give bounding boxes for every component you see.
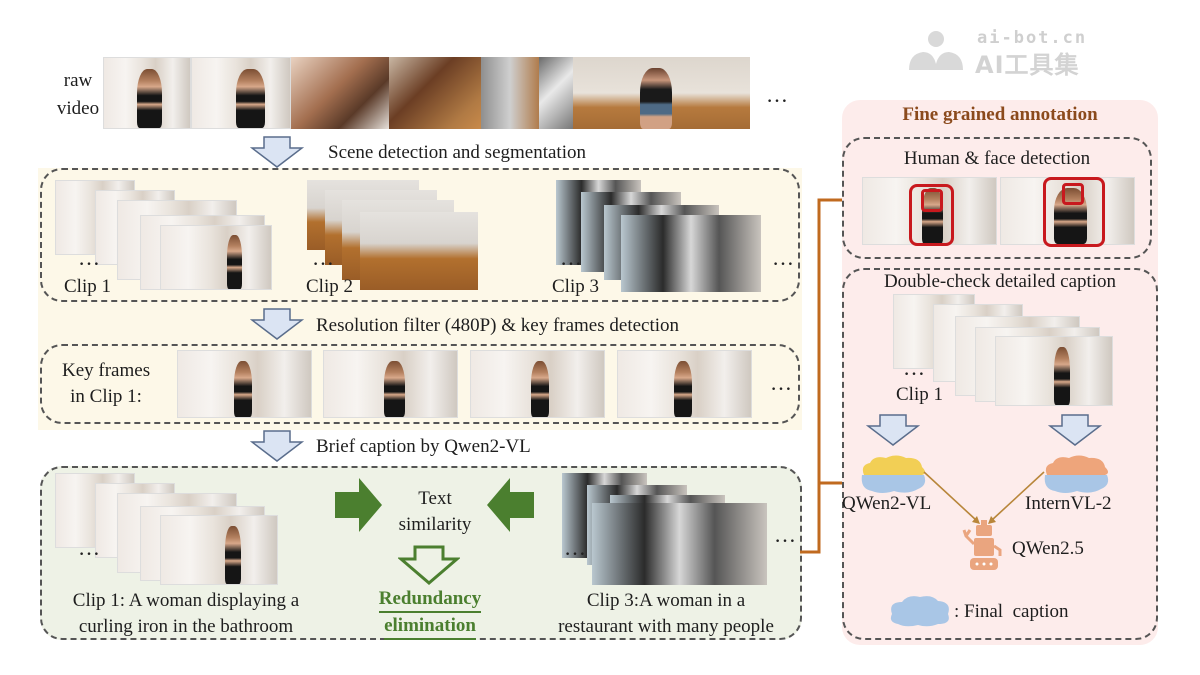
clip-3-label: Clip 3 <box>552 276 599 297</box>
keyframe-thumbnail <box>323 350 458 418</box>
robot-icon <box>962 520 1002 570</box>
raw-video-frame <box>481 57 539 129</box>
clip-2-ellipsis: … <box>312 245 335 270</box>
keyframes-label: Key frames in Clip 1: <box>62 360 150 408</box>
caption-trailing-ellipsis: … <box>774 522 797 547</box>
human-bbox <box>909 184 954 246</box>
double-check-clip-stack <box>893 294 1118 406</box>
merger-model-label: QWen2.5 <box>1012 538 1084 559</box>
double-check-ellipsis: … <box>903 355 926 380</box>
step-brief-caption: Brief caption by Qwen2-VL <box>316 436 531 457</box>
redundancy-line2: elimination <box>384 615 476 640</box>
ai-bot-logo-icon <box>909 31 963 70</box>
merge-arrows <box>923 471 1045 524</box>
clip-2-stack <box>307 180 487 292</box>
clip-3-caption-line2: restaurant with many people <box>558 615 774 637</box>
clip-3-stack <box>556 180 766 292</box>
down-arrow-icon <box>250 136 304 168</box>
redundancy-line1: Redundancy <box>378 588 482 613</box>
double-check-panel <box>842 268 1158 640</box>
double-check-clip-label: Clip 1 <box>896 384 943 405</box>
internvl2-caption-cloud-icon <box>1044 455 1109 493</box>
clip-3-caption: Clip 3:A woman in a restaurant with many… <box>538 590 794 638</box>
text-similarity-label: Text similarity <box>380 488 490 536</box>
green-outline-down-arrow-icon <box>398 545 460 585</box>
raw-video-frame <box>573 57 750 129</box>
clip-1-stack <box>55 180 285 292</box>
caption-clip-3-stack <box>562 473 772 585</box>
raw-video-filmstrip <box>103 57 750 129</box>
clip-1-frame <box>160 225 272 290</box>
keyframes-label-line2: in Clip 1: <box>70 385 142 407</box>
detection-panel <box>842 137 1152 259</box>
keyframe-thumbnail <box>617 350 752 418</box>
raw-video-frame <box>389 57 481 129</box>
down-arrow-icon <box>250 308 304 340</box>
model-left-label: QWen2-VL <box>842 493 932 514</box>
redundancy-elimination-label: Redundancy elimination <box>360 588 500 640</box>
green-right-arrow-icon <box>335 478 382 532</box>
raw-video-frame <box>539 57 573 129</box>
down-arrow-icon <box>250 430 304 462</box>
detection-title: Human & face detection <box>903 148 1091 169</box>
clip-1-caption-line1: Clip 1: A woman displaying a <box>72 590 300 611</box>
raw-video-frame <box>291 57 389 129</box>
caption-clip-1-frame <box>160 515 278 585</box>
face-bbox <box>921 189 943 212</box>
clip-3-ellipsis: … <box>560 245 583 270</box>
double-check-title: Double-check detailed caption <box>883 271 1117 292</box>
raw-video-frame <box>191 57 291 129</box>
final-caption-cloud-icon <box>890 596 949 627</box>
raw-video-label-line2: video <box>56 97 100 119</box>
keyframe-thumbnail <box>470 350 605 418</box>
down-arrow-icon <box>1048 414 1102 446</box>
clip-1-caption: Clip 1: A woman displaying a curling iro… <box>46 590 326 638</box>
clips-trailing-ellipsis: … <box>772 245 795 270</box>
clip-3-frame <box>621 215 761 292</box>
clip-3-caption-line1: Clip 3:A woman in a <box>586 590 746 611</box>
caption-clip-1-stack <box>55 473 285 585</box>
step-resolution-filter: Resolution filter (480P) & key frames de… <box>316 315 680 336</box>
step-scene-detection: Scene detection and segmentation <box>328 142 586 163</box>
clip-1-caption-line2: curling iron in the bathroom <box>78 615 294 637</box>
clip-1-ellipsis: … <box>78 245 101 270</box>
down-arrow-icon <box>866 414 920 446</box>
text-similarity-line1: Text <box>418 488 452 509</box>
raw-video-frame <box>103 57 191 129</box>
raw-video-ellipsis: … <box>766 82 789 107</box>
text-similarity-line2: similarity <box>398 513 472 535</box>
human-bbox <box>1043 177 1105 247</box>
detection-frame-2 <box>1000 177 1135 245</box>
green-left-arrow-icon <box>487 478 534 532</box>
keyframes-ellipsis: … <box>770 370 793 395</box>
caption-clip-1-ellipsis: … <box>78 535 101 560</box>
final-caption-legend-label: : Final caption <box>954 601 1069 622</box>
watermark-brand: AI工具集 <box>975 51 1080 79</box>
clip-1-label: Clip 1 <box>64 276 111 297</box>
fine-grained-title: Fine grained annotation <box>902 104 1098 125</box>
watermark: ai-bot.cn AI工具集 <box>905 28 1105 79</box>
keyframes-label-line1: Key frames <box>62 360 151 381</box>
clip-2-label: Clip 2 <box>306 276 353 297</box>
watermark-domain: ai-bot.cn <box>977 28 1088 48</box>
caption-clip-3-ellipsis: … <box>564 535 587 560</box>
keyframe-thumbnail <box>177 350 312 418</box>
qwen2vl-caption-cloud-icon <box>861 455 926 493</box>
clip-2-frame <box>360 212 478 290</box>
model-right-label: InternVL-2 <box>1025 493 1112 514</box>
caption-clip-3-frame <box>592 503 767 585</box>
raw-video-label-line1: raw <box>63 70 93 91</box>
raw-video-label: raw video <box>50 70 106 120</box>
face-bbox <box>1062 183 1084 205</box>
double-check-clip-frame <box>995 336 1113 406</box>
